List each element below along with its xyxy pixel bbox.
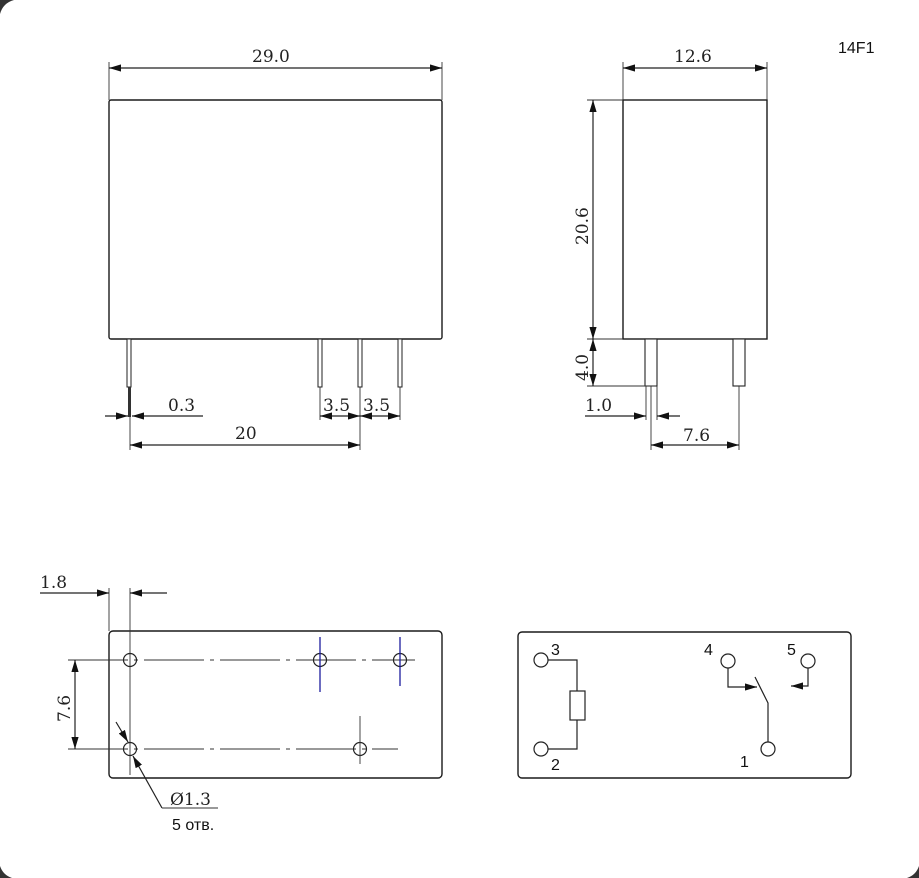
pin bbox=[317, 338, 323, 388]
hole bbox=[122, 652, 138, 668]
pin-label-1: 1 bbox=[740, 754, 749, 771]
schematic-outline bbox=[517, 631, 852, 779]
dim-row-spacing: 7.6 bbox=[683, 426, 710, 446]
dim-pitch-2: 3.5 bbox=[363, 396, 390, 416]
wiring-schematic: 3 2 4 5 1 bbox=[517, 631, 852, 779]
relay-body-side bbox=[622, 99, 768, 340]
pin bbox=[357, 338, 363, 388]
dim-pitch-1: 3.5 bbox=[323, 396, 350, 416]
pin bbox=[644, 338, 658, 387]
pin-label-5: 5 bbox=[787, 642, 796, 659]
dim-footprint-row: 7.6 bbox=[55, 695, 75, 722]
side-view: 12.6 20.6 4.0 1.0 7.6 bbox=[573, 47, 768, 450]
dim-hole-diameter: Ø1.3 bbox=[170, 790, 211, 810]
switch-contact-icon bbox=[754, 676, 769, 742]
pin-label-4: 4 bbox=[704, 642, 713, 659]
dim-width-29: 29.0 bbox=[252, 47, 290, 67]
pcb-footprint: 1.8 7.6 Ø1.3 5 отв. bbox=[40, 573, 443, 834]
dim-edge-offset: 1.8 bbox=[40, 573, 67, 593]
hole bbox=[122, 741, 138, 757]
pin bbox=[126, 338, 132, 388]
dim-pin-thickness: 1.0 bbox=[585, 396, 612, 416]
dim-pin-span: 20 bbox=[235, 424, 257, 444]
coil-icon bbox=[569, 690, 586, 721]
pin-label-2: 2 bbox=[551, 757, 560, 774]
hole-count-note: 5 отв. bbox=[172, 817, 214, 834]
pin bbox=[397, 338, 403, 388]
footprint-outline bbox=[108, 630, 443, 779]
model-label: 14F1 bbox=[838, 40, 875, 57]
dim-depth: 12.6 bbox=[674, 47, 712, 67]
pin bbox=[732, 338, 746, 387]
corner-shadow bbox=[0, 866, 12, 878]
dim-height: 20.6 bbox=[573, 207, 593, 245]
dim-pin-width: 0.3 bbox=[168, 396, 195, 416]
dim-pin-length: 4.0 bbox=[573, 354, 593, 381]
corner-shadow bbox=[0, 0, 14, 14]
relay-body-front bbox=[108, 99, 443, 340]
corner-shadow bbox=[907, 866, 919, 878]
pin-label-3: 3 bbox=[551, 642, 560, 659]
front-view: 29.0 0.3 3.5 3.5 20 bbox=[105, 47, 443, 450]
